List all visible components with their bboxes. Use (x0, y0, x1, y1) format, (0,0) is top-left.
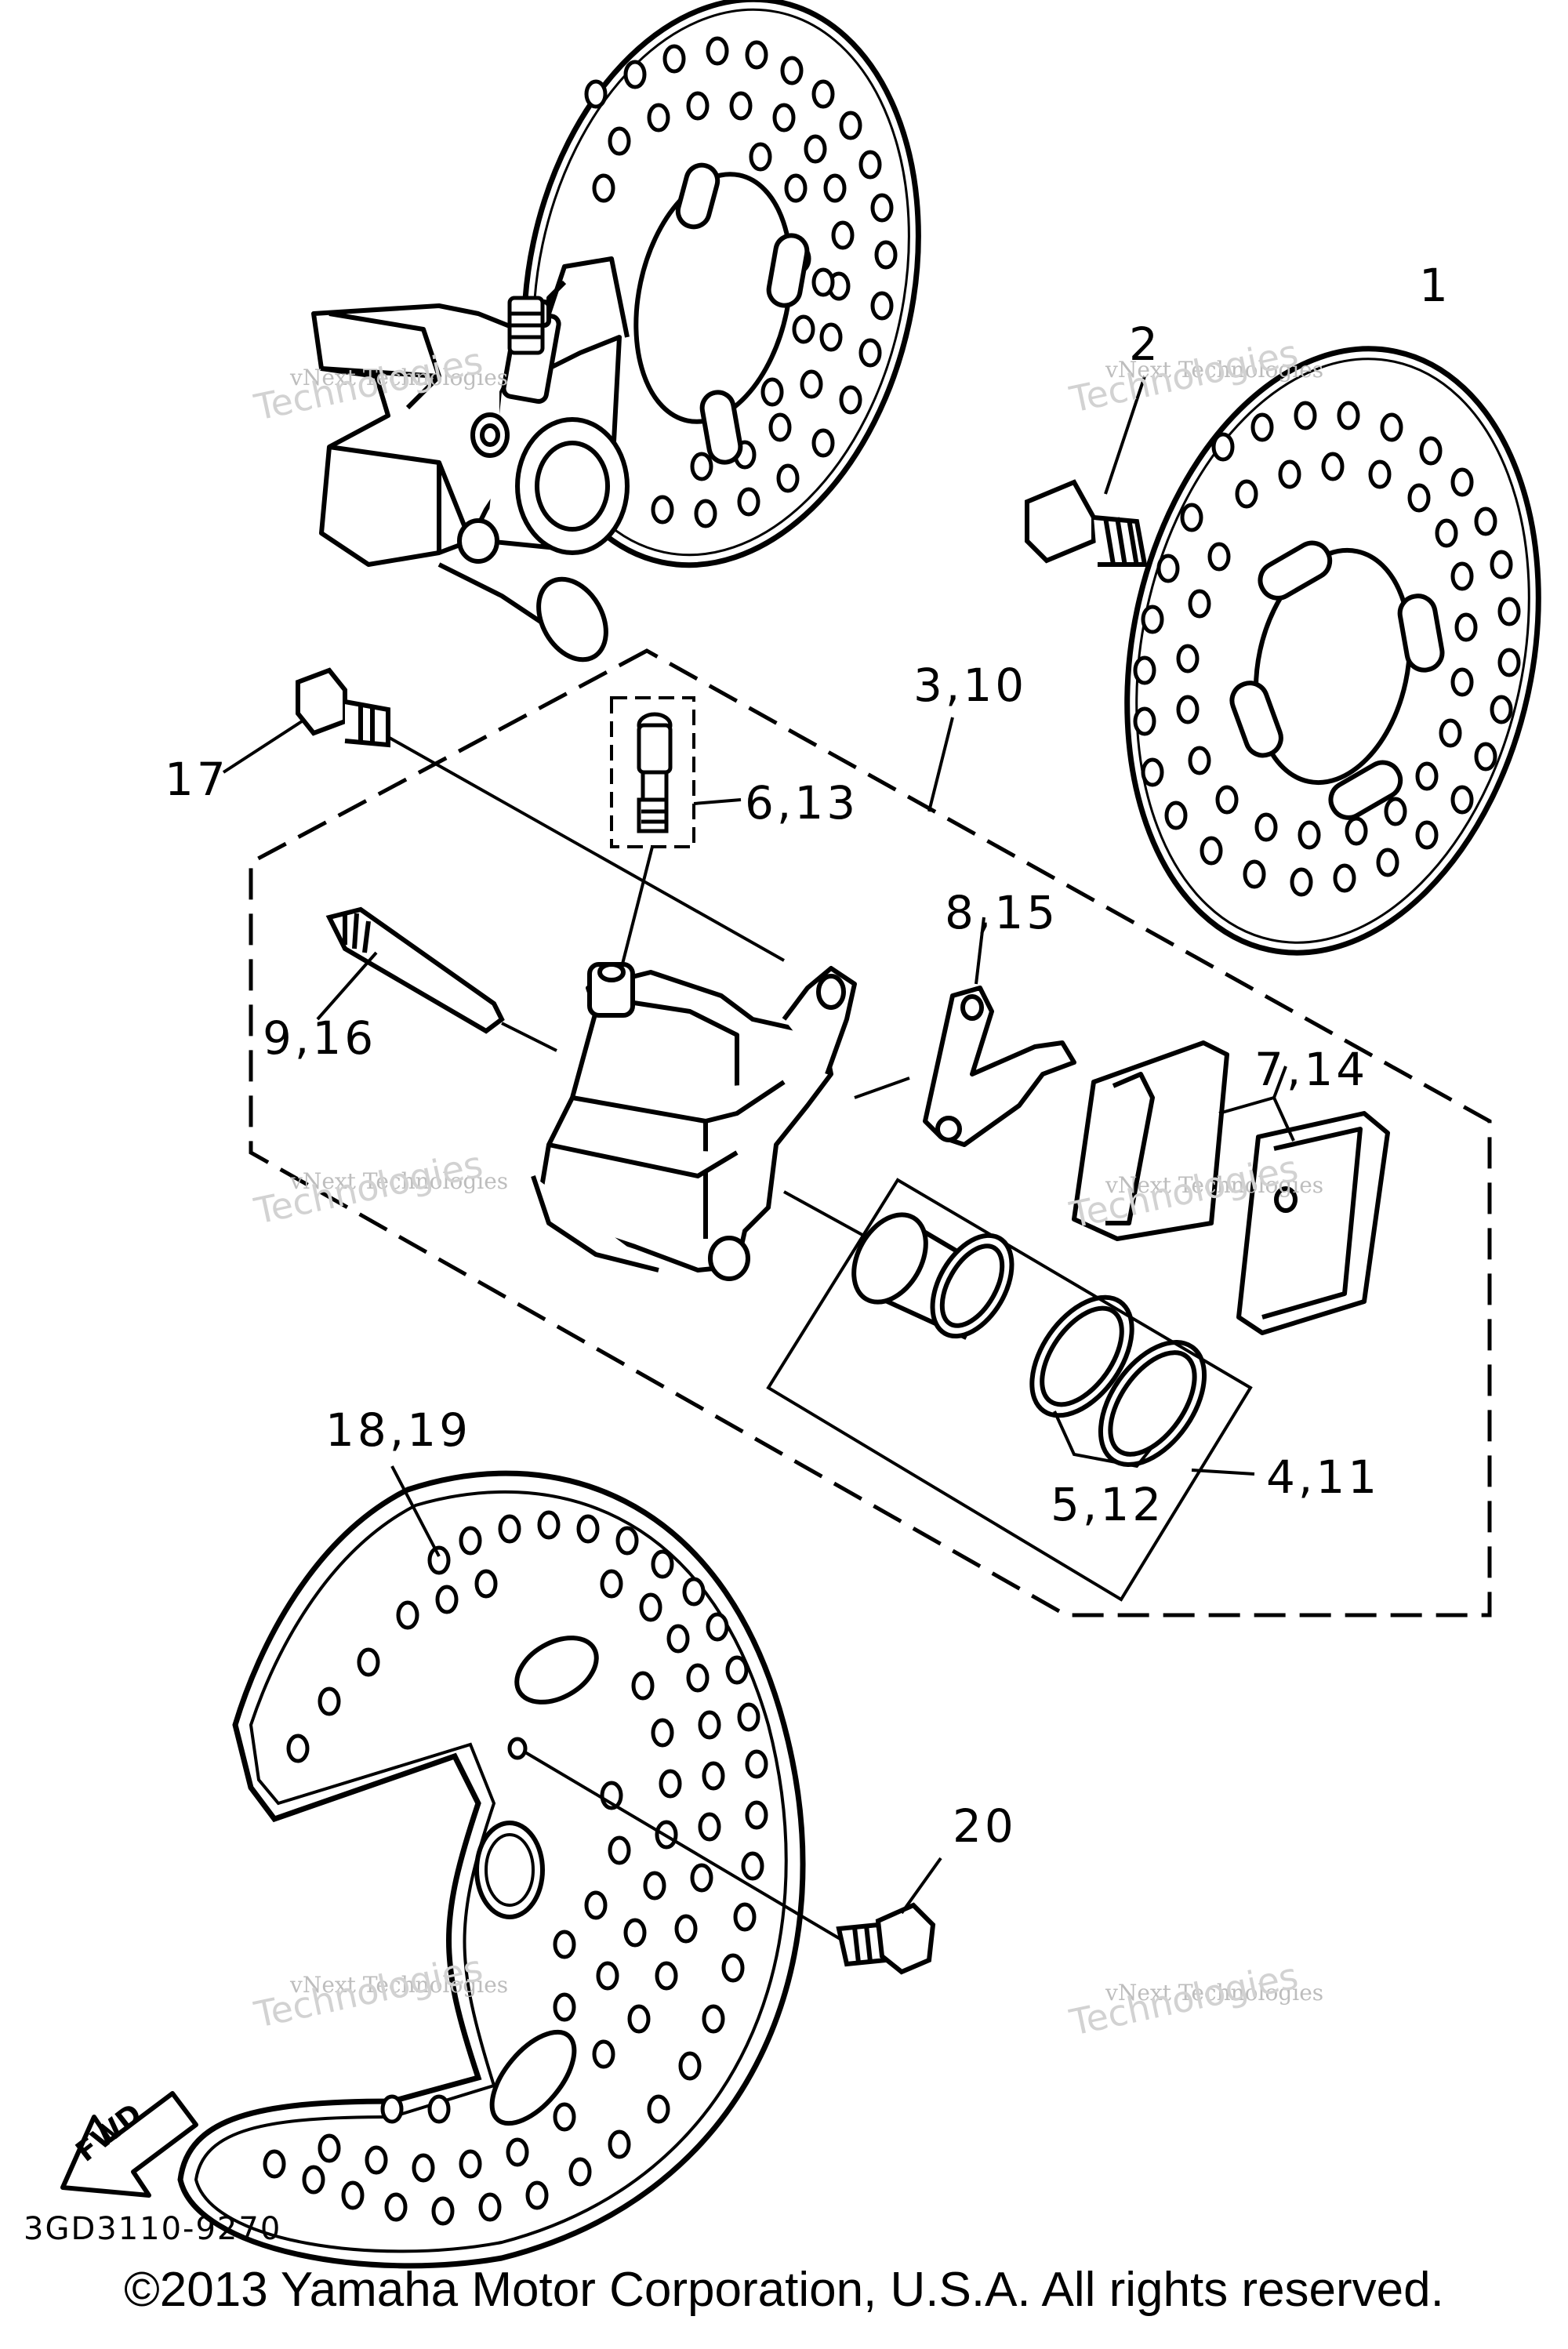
piston-seal-box-4-11 (766, 1178, 1253, 1602)
top-caliper-assembly (311, 256, 630, 663)
callout-4-11: 4,11 (1266, 1450, 1381, 1504)
part-9-16-pin (325, 906, 505, 1034)
top-brake-disc (521, 0, 921, 568)
diagram-code: 3GD3110-9270 (24, 2211, 282, 2247)
callout-6-13: 6,13 (745, 776, 859, 830)
part-6-13-box (610, 696, 695, 848)
callout-3-10: 3,10 (913, 659, 1028, 712)
callout-7-14: 7,14 (1254, 1043, 1369, 1096)
piston-seals (1029, 1294, 1207, 1468)
part-17-bolt (296, 667, 390, 748)
fwd-arrow-icon (60, 2091, 198, 2198)
callout-5-12: 5,12 (1051, 1478, 1165, 1531)
part-2-disc-bolt (1025, 479, 1148, 567)
callout-17: 17 (165, 753, 229, 806)
part-18-19-brake-disc (177, 1470, 806, 2269)
callout-1: 1 (1419, 259, 1451, 312)
callout-8-15: 8,15 (945, 886, 1059, 939)
part-1-brake-disc (1124, 346, 1541, 956)
piston (851, 1212, 1014, 1340)
top-bleed-screw (507, 296, 545, 355)
main-caliper (531, 962, 857, 1281)
callout-20: 20 (953, 1799, 1017, 1853)
part-20-bolt (836, 1902, 936, 1975)
copyright-notice: ©2013 Yamaha Motor Corporation, U.S.A. A… (124, 2263, 1444, 2317)
part-6-13-bleed-screw (637, 712, 673, 833)
callout-9-16: 9,16 (263, 1011, 377, 1065)
callout-18-19: 18,19 (325, 1403, 472, 1457)
part-8-15-pad-spring (923, 986, 1076, 1147)
assembly-box-3-10 (249, 648, 1492, 1617)
part-7-14-brake-pads (1072, 1040, 1390, 1335)
callout-2: 2 (1129, 318, 1161, 371)
